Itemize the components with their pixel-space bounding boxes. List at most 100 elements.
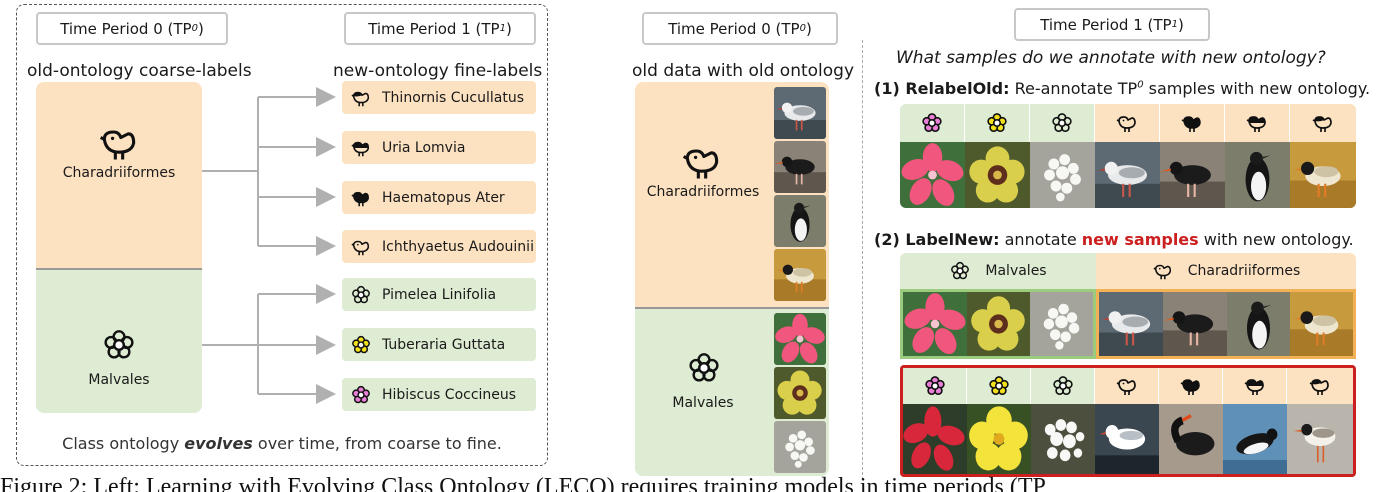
photo-hibiscus — [900, 142, 965, 208]
right-tp1-sup: 1 — [1171, 19, 1178, 30]
new-ontology-heading: new-ontology fine-labels — [333, 61, 543, 81]
fine-label-hibiscus: Hibiscus Coccineus — [342, 378, 536, 411]
photo-yellow-flower — [967, 404, 1031, 474]
mid-tp0-close: ) — [805, 19, 812, 38]
group-photos-charadriiformes — [1096, 289, 1356, 359]
photo-oystercatcher-new — [1159, 404, 1223, 474]
photo-hibiscus — [903, 292, 967, 356]
header-cell — [900, 104, 965, 142]
bird-dark-top-icon — [1243, 374, 1267, 398]
label-new-title: (2) LabelNew: — [874, 230, 1000, 249]
header-cell — [1287, 368, 1353, 404]
group-label-charadriiformes: Charadriiformes — [1187, 263, 1301, 279]
bird-capped-icon — [1311, 111, 1335, 135]
coarse-label-malvales: Malvales — [88, 372, 150, 388]
fine-label-thinornis: Thinornis Cucullatus — [342, 81, 536, 114]
left-caption: Class ontology evolves over time, from c… — [16, 434, 548, 453]
tp1-label: Time Period 1 (TP — [368, 19, 500, 38]
fine-label-text: Pimelea Linifolia — [382, 286, 497, 303]
right-tp1-close: ) — [1177, 15, 1184, 34]
flower-pink-icon — [350, 384, 372, 406]
fine-label-text: Hibiscus Coccineus — [382, 386, 517, 403]
old-ontology-heading: old-ontology coarse-labels — [27, 61, 252, 81]
header-cell — [1095, 368, 1159, 404]
photo-murre — [774, 195, 826, 247]
photo-tuberaria — [967, 292, 1030, 356]
header-cell — [967, 368, 1031, 404]
right-question: What samples do we annotate with new ont… — [896, 48, 1326, 68]
photo-pimelea — [1030, 292, 1093, 356]
group-photos-malvales — [900, 289, 1096, 359]
relabel-old-heading: (1) RelabelOld: Re-annotate TP0 samples … — [874, 79, 1370, 98]
fine-label-text: Thinornis Cucullatus — [382, 89, 525, 106]
photo-hibiscus — [774, 313, 826, 365]
coarse-divider — [36, 268, 202, 270]
bird-outline-icon — [1115, 111, 1139, 135]
bird-capped-icon — [350, 87, 372, 109]
bird-black-icon — [350, 187, 372, 209]
relabel-old-grid — [900, 104, 1356, 208]
header-cell — [1095, 104, 1160, 142]
flower-yellow-icon — [985, 111, 1009, 135]
photo-gull — [1095, 142, 1160, 208]
fine-label-uria: Uria Lomvia — [342, 131, 536, 164]
bird-outline-icon — [680, 140, 724, 184]
fine-label-text: Ichthyaetus Audouinii — [382, 238, 534, 255]
tp0-close: ) — [197, 19, 204, 38]
bird-black-icon — [1180, 111, 1204, 135]
photo-tuberaria — [965, 142, 1030, 208]
fine-label-tuberaria: Tuberaria Guttata — [342, 328, 536, 361]
flower-outline-icon — [686, 350, 722, 386]
left-panel — [16, 4, 548, 466]
photo-plover — [774, 249, 826, 301]
group-label-malvales: Malvales — [985, 263, 1047, 279]
photo-gull-new — [1095, 404, 1159, 474]
fine-label-text: Uria Lomvia — [382, 139, 466, 156]
bird-capped-icon — [1308, 374, 1332, 398]
middle-heading: old data with old ontology — [632, 61, 855, 81]
tp1-sup: 1 — [499, 23, 506, 34]
flower-outline-icon — [1050, 111, 1074, 135]
photo-pimelea — [1030, 142, 1095, 208]
mid-tp0-label: Time Period 0 (TP — [668, 19, 800, 38]
new-samples-grid — [900, 365, 1356, 477]
caption-post: over time, from coarse to fine. — [252, 434, 502, 453]
header-cell — [965, 104, 1030, 142]
relabel-old-end: samples with new ontology. — [1143, 79, 1371, 98]
flower-yellow-icon — [350, 334, 372, 356]
photo-murre — [1225, 142, 1290, 208]
fine-label-ichthyaetus: Ichthyaetus Audouinii — [342, 230, 536, 263]
group-header-malvales: Malvales — [900, 253, 1096, 289]
photo-gull — [1099, 292, 1163, 356]
photo-white-flowers — [1031, 404, 1095, 474]
middle-label-malvales: Malvales — [672, 395, 734, 411]
label-new-red: new samples — [1081, 230, 1199, 249]
header-cell — [903, 368, 967, 404]
flower-pink-icon — [920, 111, 944, 135]
flower-outline-icon — [949, 260, 971, 282]
left-connectors — [202, 87, 336, 404]
header-cell — [1031, 368, 1095, 404]
header-cell — [1223, 368, 1287, 404]
label-new-text: annotate — [999, 230, 1082, 249]
relabel-old-text: Re-annotate TP — [1009, 79, 1138, 98]
photo-murre-new — [1223, 404, 1287, 474]
photo-tuberaria — [774, 367, 826, 419]
photo-plover — [1290, 292, 1353, 356]
photo-oystercatcher — [1163, 292, 1227, 356]
flower-outline-icon — [350, 284, 372, 306]
relabel-old-sup: 0 — [1137, 79, 1144, 91]
photo-pimelea — [774, 421, 826, 473]
photo-plover-new — [1287, 404, 1353, 474]
right-tp1-label: Time Period 1 (TP — [1040, 15, 1172, 34]
bird-outline-icon — [350, 236, 372, 258]
coarse-label-charadriiformes: Charadriiformes — [62, 165, 176, 181]
fine-label-text: Haematopus Ater — [382, 189, 505, 206]
figure-caption-fragment: Figure 2: Left: Learning with Evolving C… — [0, 474, 1046, 492]
fine-label-pimelea: Pimelea Linifolia — [342, 278, 536, 311]
fine-label-haematopus: Haematopus Ater — [342, 181, 536, 214]
flower-yellow-icon — [987, 374, 1011, 398]
bird-dark-top-icon — [1245, 111, 1269, 135]
bird-outline-icon — [1115, 374, 1139, 398]
